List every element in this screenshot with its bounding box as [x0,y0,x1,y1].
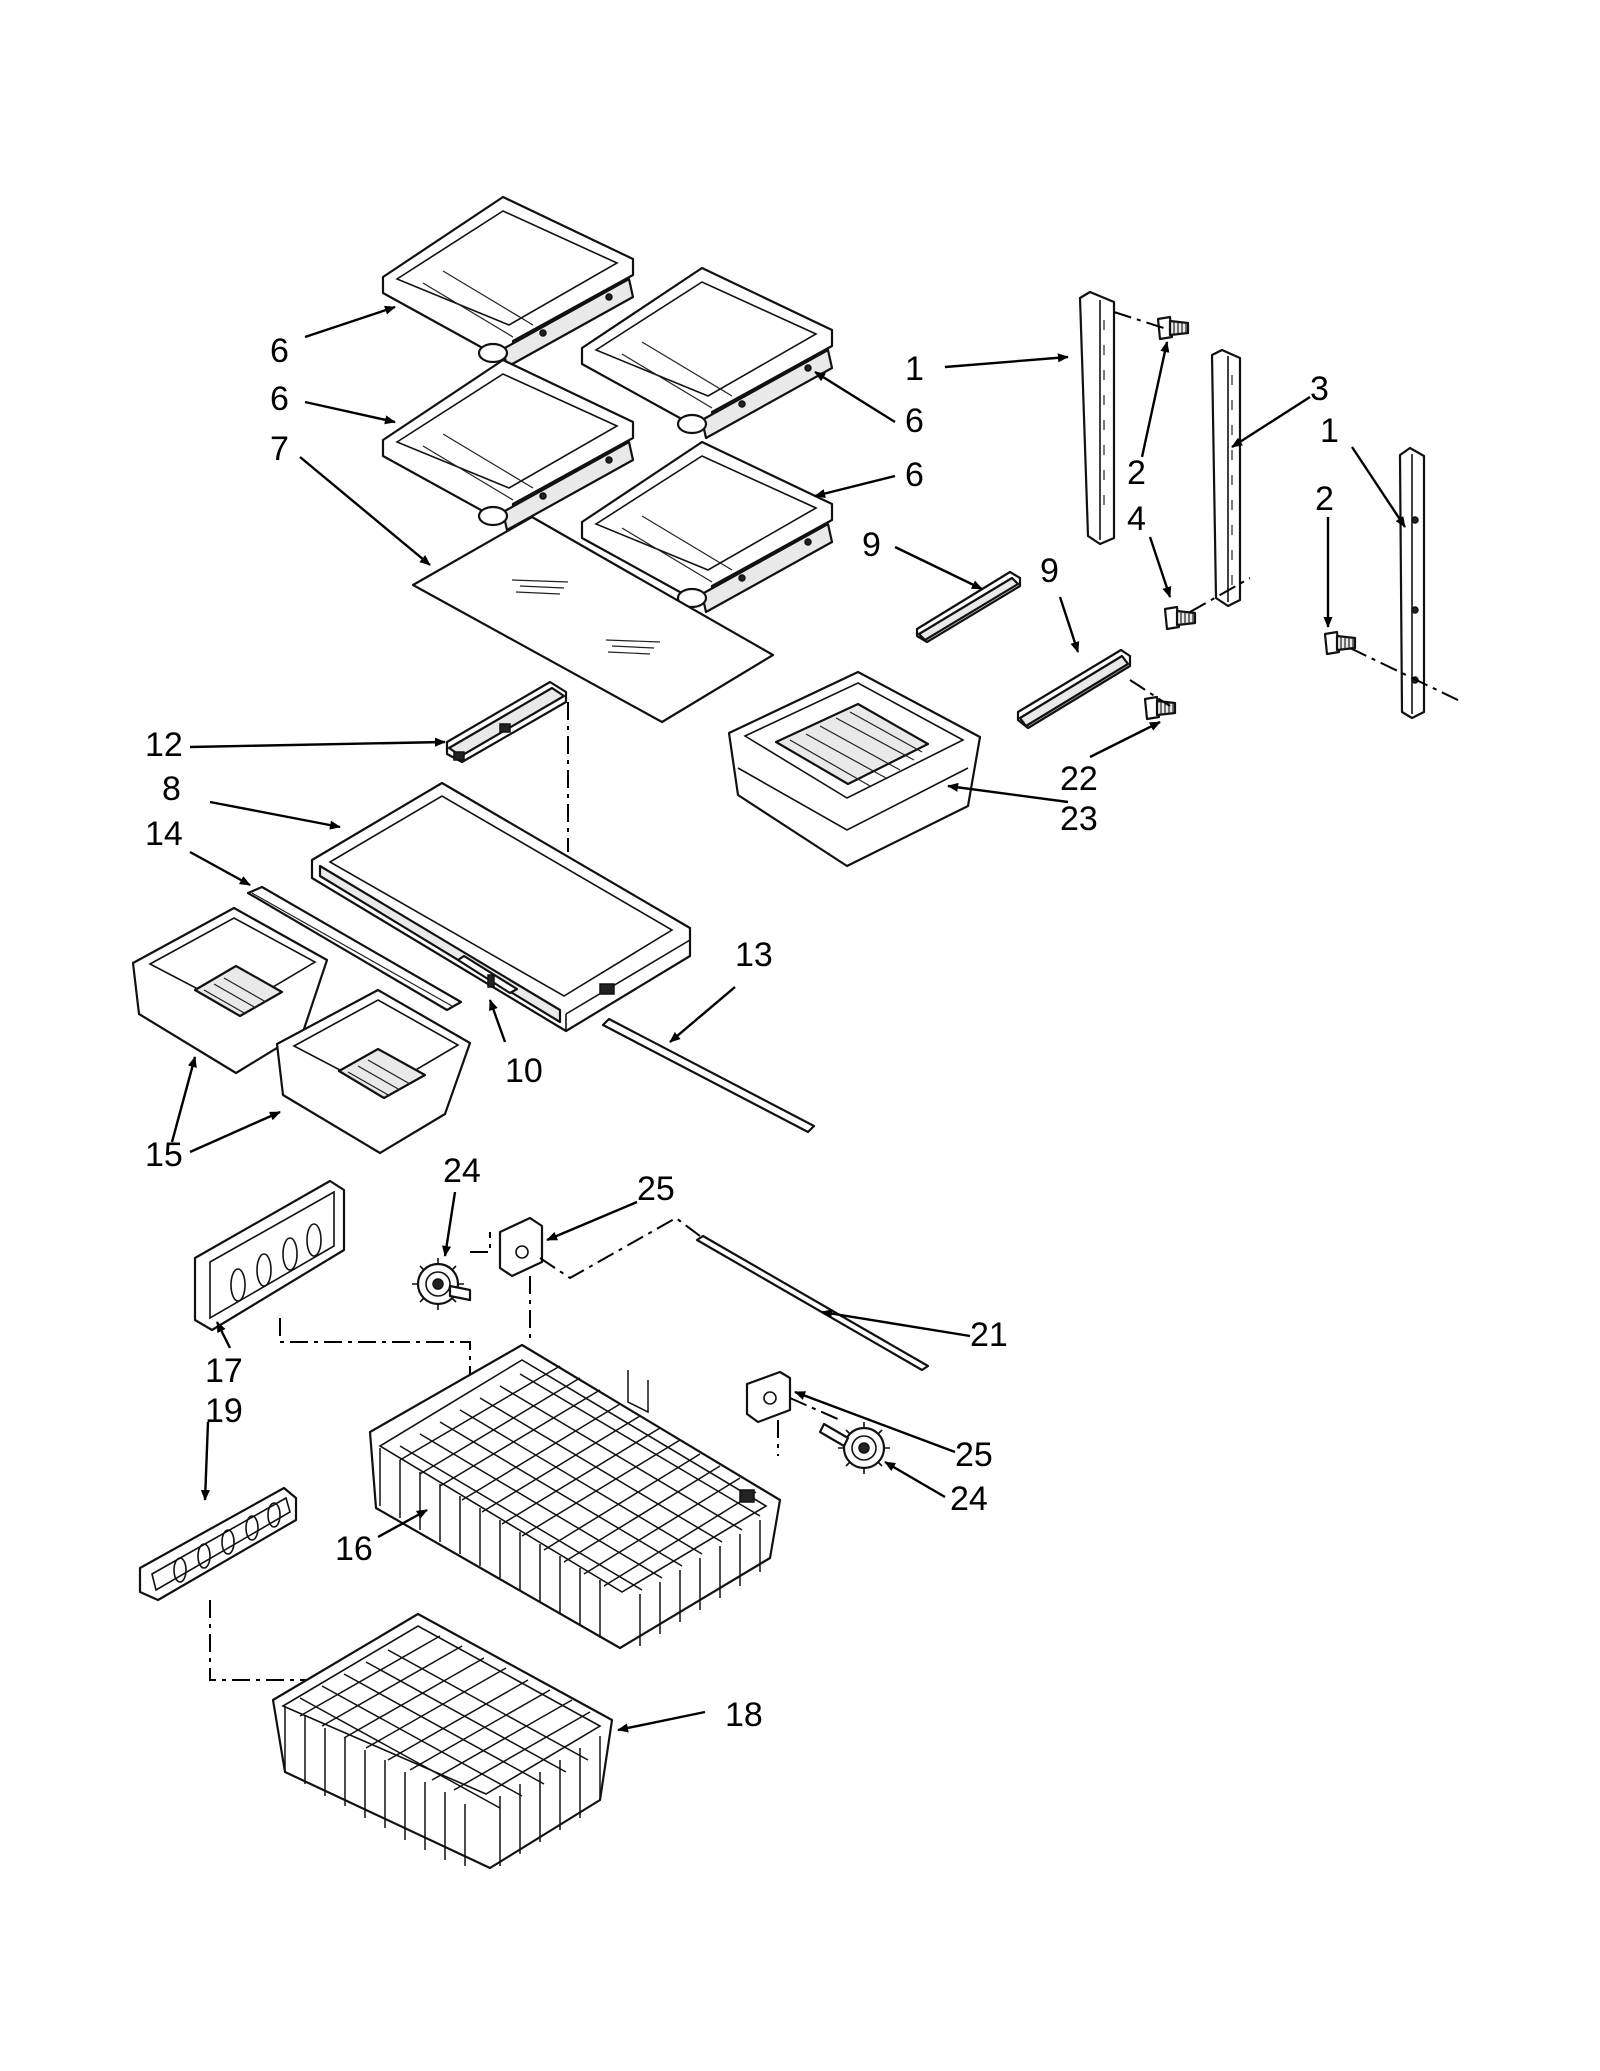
basket-gear-bracket-lower [745,1370,792,1424]
callout-24a: 24 [443,1152,481,1190]
callout-1a: 1 [905,350,924,388]
callout-25b: 25 [955,1436,993,1474]
callout-15: 15 [145,1136,183,1174]
callout-16: 16 [335,1530,373,1568]
freezer-basket-lower [271,1612,614,1870]
callout-4: 4 [1127,500,1146,538]
callout-3: 3 [1310,370,1329,408]
freezer-basket-end-cap-upper [193,1179,346,1332]
crisper-slide-rail [445,680,568,764]
crisper-cover-glass [411,515,775,724]
callout-1b: 1 [1320,412,1339,450]
screw-lower [1163,605,1197,631]
crisper-drawer-left [131,906,329,1075]
callout-19: 19 [205,1392,243,1430]
callout-2b: 2 [1315,480,1334,518]
callout-18: 18 [725,1696,763,1734]
deli-drawer-rail-upper [915,570,1022,644]
callout-12: 12 [145,726,183,764]
divider-clip [456,954,519,995]
callout-6d: 6 [905,456,924,494]
shelf-ladder-right [1398,446,1426,720]
freezer-basket-upper [368,1343,782,1650]
freezer-basket-end-cap-lower [138,1486,298,1602]
callout-6c: 6 [905,402,924,440]
deli-drawer [727,670,982,868]
glass-shelf-middle-left [381,358,635,532]
screw-right [1323,630,1357,656]
callout-17: 17 [205,1352,243,1390]
callout-22: 22 [1060,760,1098,798]
shelf-ladder-center [1210,348,1242,608]
callout-8: 8 [162,770,181,808]
callout-25a: 25 [637,1170,675,1208]
basket-gear-bracket-upper [498,1216,544,1278]
callout-14: 14 [145,815,183,853]
callout-23: 23 [1060,800,1098,838]
callout-9b: 9 [1040,552,1059,590]
shelf-ladder-left [1078,290,1116,546]
callout-9a: 9 [862,526,881,564]
deli-drawer-rail-lower [1016,648,1132,730]
callout-13: 13 [735,936,773,974]
crisper-divider-bar [246,885,463,1012]
callout-10: 10 [505,1052,543,1090]
basket-gear-lower [836,1420,892,1476]
basket-rod [695,1234,930,1372]
callout-21: 21 [970,1316,1008,1354]
callout-2a: 2 [1127,454,1146,492]
callout-6a: 6 [270,332,289,370]
callout-7: 7 [270,430,289,468]
callout-24b: 24 [950,1480,988,1518]
crisper-rod [601,1017,816,1134]
callout-6b: 6 [270,380,289,418]
crisper-drawer-right [275,988,472,1155]
basket-gear-upper [410,1256,466,1312]
leader-arrows [170,305,1407,1733]
